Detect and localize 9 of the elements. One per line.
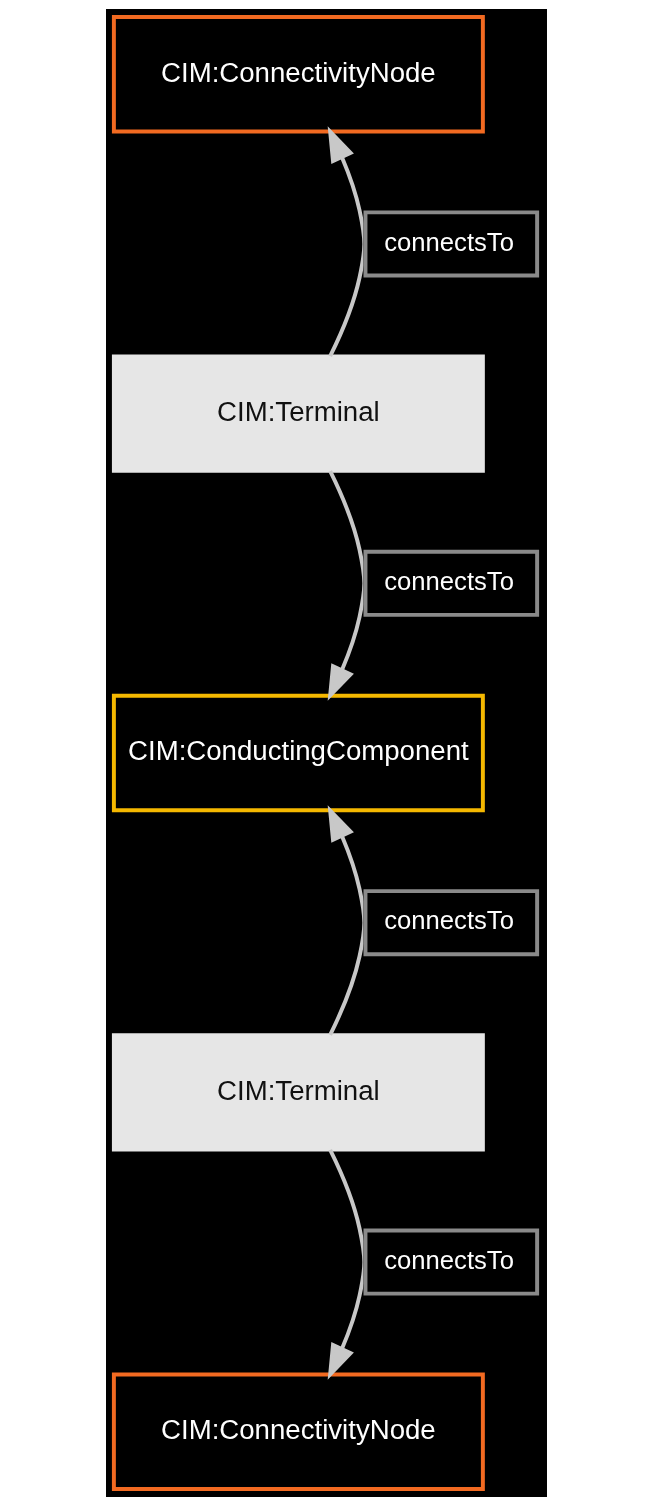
edge-label: connectsTo: [383, 227, 514, 256]
edge-label: connectsTo: [383, 567, 514, 596]
node-box: CIM:ConnectivityNode: [111, 1372, 485, 1491]
edge-label: connectsTo: [383, 906, 514, 935]
node-box: CIM:ConnectivityNode: [111, 15, 485, 134]
node-box: CIM:ConductingComponent: [111, 693, 485, 813]
node-box: CIM:Terminal: [111, 1033, 485, 1152]
node-box: CIM:Terminal: [111, 354, 485, 473]
edge-label: connectsTo: [383, 1245, 514, 1274]
